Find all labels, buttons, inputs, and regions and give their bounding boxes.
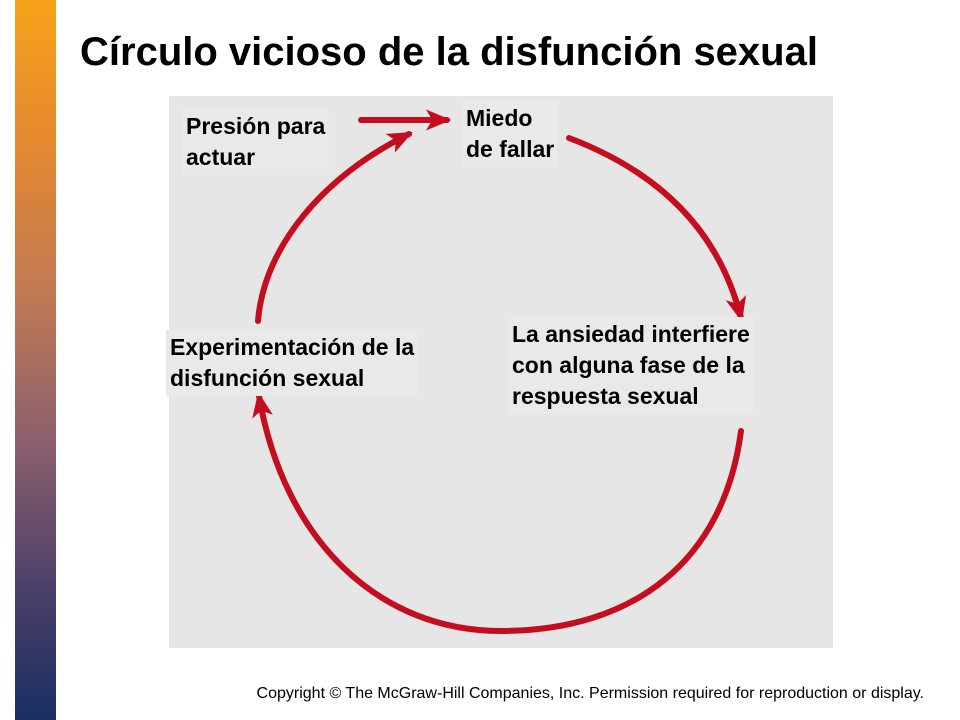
copyright-notice: Copyright © The McGraw-Hill Companies, I…	[256, 685, 924, 702]
node-pressure-line-1: Presión para	[186, 113, 326, 139]
node-anxiety-line-2: con alguna fase de la	[512, 352, 745, 378]
arrow-dysfunction-to-pressure	[255, 131, 413, 324]
node-fear-line-1: Miedo	[466, 105, 533, 131]
node-anxiety-line-3: respuesta sexual	[512, 383, 699, 409]
node-pressure: Presión para actuar	[182, 109, 330, 175]
side-gradient-bar	[15, 0, 56, 720]
arrow-anxiety-to-dysfunction	[252, 391, 744, 635]
slide-title: Círculo vicioso de la disfunción sexual	[80, 30, 818, 74]
node-anxiety-line-1: La ansiedad interfiere	[512, 321, 750, 347]
node-dysfunction: Experimentación de la disfunción sexual	[166, 330, 419, 396]
node-fear-line-2: de fallar	[466, 136, 555, 162]
arrow-fear-to-anxiety	[566, 135, 747, 323]
node-fear: Miedo de fallar	[462, 101, 559, 167]
node-dysfunction-line-1: Experimentación de la	[170, 334, 415, 360]
cycle-arrows	[252, 109, 747, 635]
node-dysfunction-line-2: disfunción sexual	[170, 365, 365, 391]
node-anxiety: La ansiedad interfiere con alguna fase d…	[508, 317, 754, 414]
node-pressure-line-2: actuar	[186, 144, 256, 170]
